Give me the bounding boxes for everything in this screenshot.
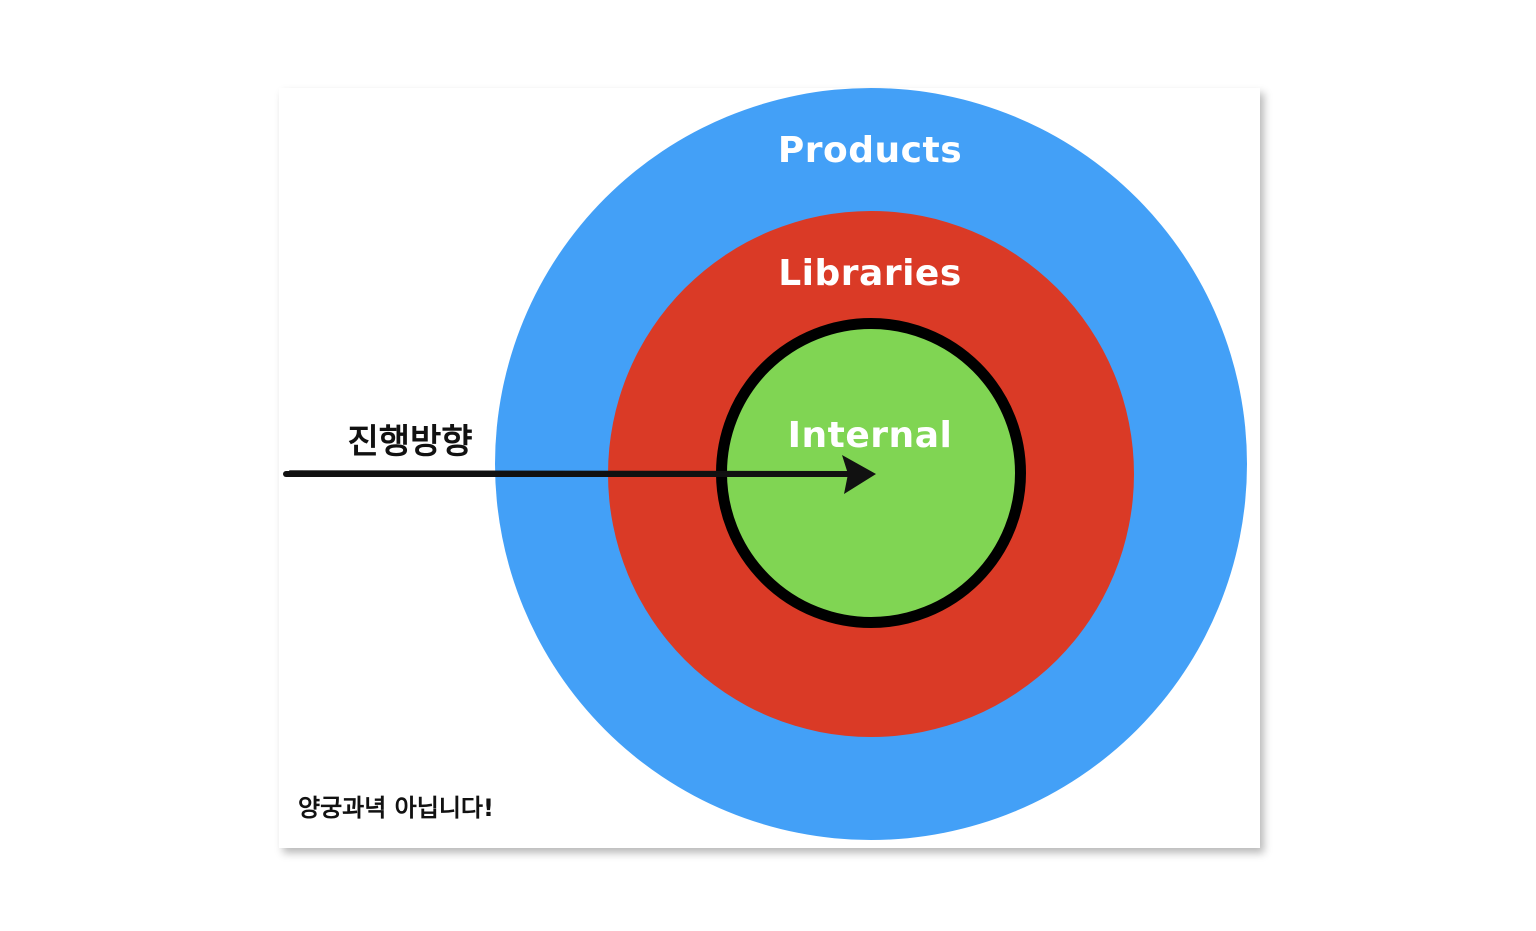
libraries-label: Libraries [778,253,962,294]
direction-label: 진행방향 [347,422,473,462]
internal-ring [716,318,1026,628]
products-label: Products [777,130,963,171]
note-label: 양궁과녁 아닙니다! [298,794,494,822]
internal-label: Internal [787,415,953,456]
